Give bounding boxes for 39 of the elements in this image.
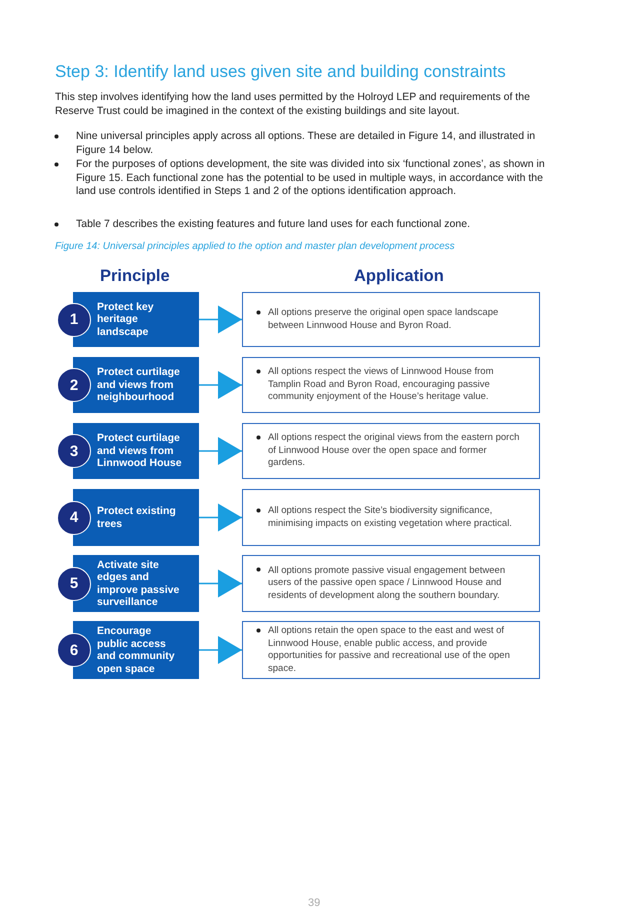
application-text: All options respect the Site’s biodiversity significance, minimising impacts on existing vegetation where practical. (268, 505, 513, 530)
principle-text: Activate site edges and improve passive surveillance (97, 558, 180, 608)
principle-text: Protect existing trees (97, 505, 177, 530)
principle-text: Protect curtilage and views from Linnwood House (97, 432, 183, 470)
application-box (242, 292, 540, 347)
number-badge: 3 (57, 434, 91, 468)
intro-paragraph: This step involves identifying how the land uses permitted by the Holroyd LEP and requirements of the Reserve Trust could be imagined in the context of the existing buildings and site layout. (55, 90, 531, 118)
number-badge: 6 (57, 633, 91, 667)
page-heading: Step 3: Identify land uses given site and building constraints (55, 62, 506, 82)
number-badge: 4 (57, 500, 91, 534)
page-number: 39 (308, 897, 320, 909)
bullet-point: For the purposes of options development, the site was divided into six ‘functional zones’, as shown in Figure 15. Each functional zone has the potential to be used in multiple ways, in accordance with the land use controls identified in Steps 1 and 2 of the options identification approach. (76, 158, 546, 198)
application-text: All options retain the open space to the east and west of Linnwood House, enable public access, and provide opportunities for passive and recreational use of the open space. (268, 625, 511, 675)
application-text: All options respect the views of Linnwood House from Tamplin Road and Byron Road, encouraging passive community enjoyment of the House’s heritage value. (268, 366, 494, 404)
principle-text: Encourage public access and community open space (97, 625, 176, 675)
bullet-point: Nine universal principles apply across all options. These are detailed in Figure 14, and illustrated in Figure 14 below. (76, 130, 536, 157)
arrow (199, 371, 242, 399)
arrow (199, 504, 242, 532)
number-badge: 2 (57, 368, 91, 402)
application-text: All options respect the original views from the eastern porch of Linnwood House over the open space and former gardens. (268, 432, 520, 470)
principle-text: Protect key heritage landscape (97, 300, 155, 338)
application-box (242, 555, 540, 612)
application-text: All options promote passive visual engagement between users of the passive open space / Linnwood House and residents of development along the southern boundary. (268, 564, 506, 602)
number-badge: 1 (57, 302, 91, 336)
arrow (199, 306, 242, 334)
figure-caption: Figure 14: Universal principles applied to the option and master plan development process (55, 241, 455, 252)
application-box (242, 489, 540, 546)
arrow (199, 437, 242, 465)
arrow (199, 636, 242, 664)
bullet-point: Table 7 describes the existing features and future land uses for each functional zone. (76, 218, 471, 232)
application-box (242, 621, 540, 679)
principle-text: Protect curtilage and views from neighbourhood (97, 366, 181, 404)
application-text: All options preserve the original open space landscape between Linnwood House and Byron Road. (268, 307, 500, 332)
number-badge: 5 (57, 566, 91, 600)
column-heading: Application (354, 267, 444, 286)
application-box (242, 423, 540, 479)
column-heading: Principle (100, 267, 170, 286)
application-box (242, 357, 540, 413)
arrow (199, 570, 242, 598)
